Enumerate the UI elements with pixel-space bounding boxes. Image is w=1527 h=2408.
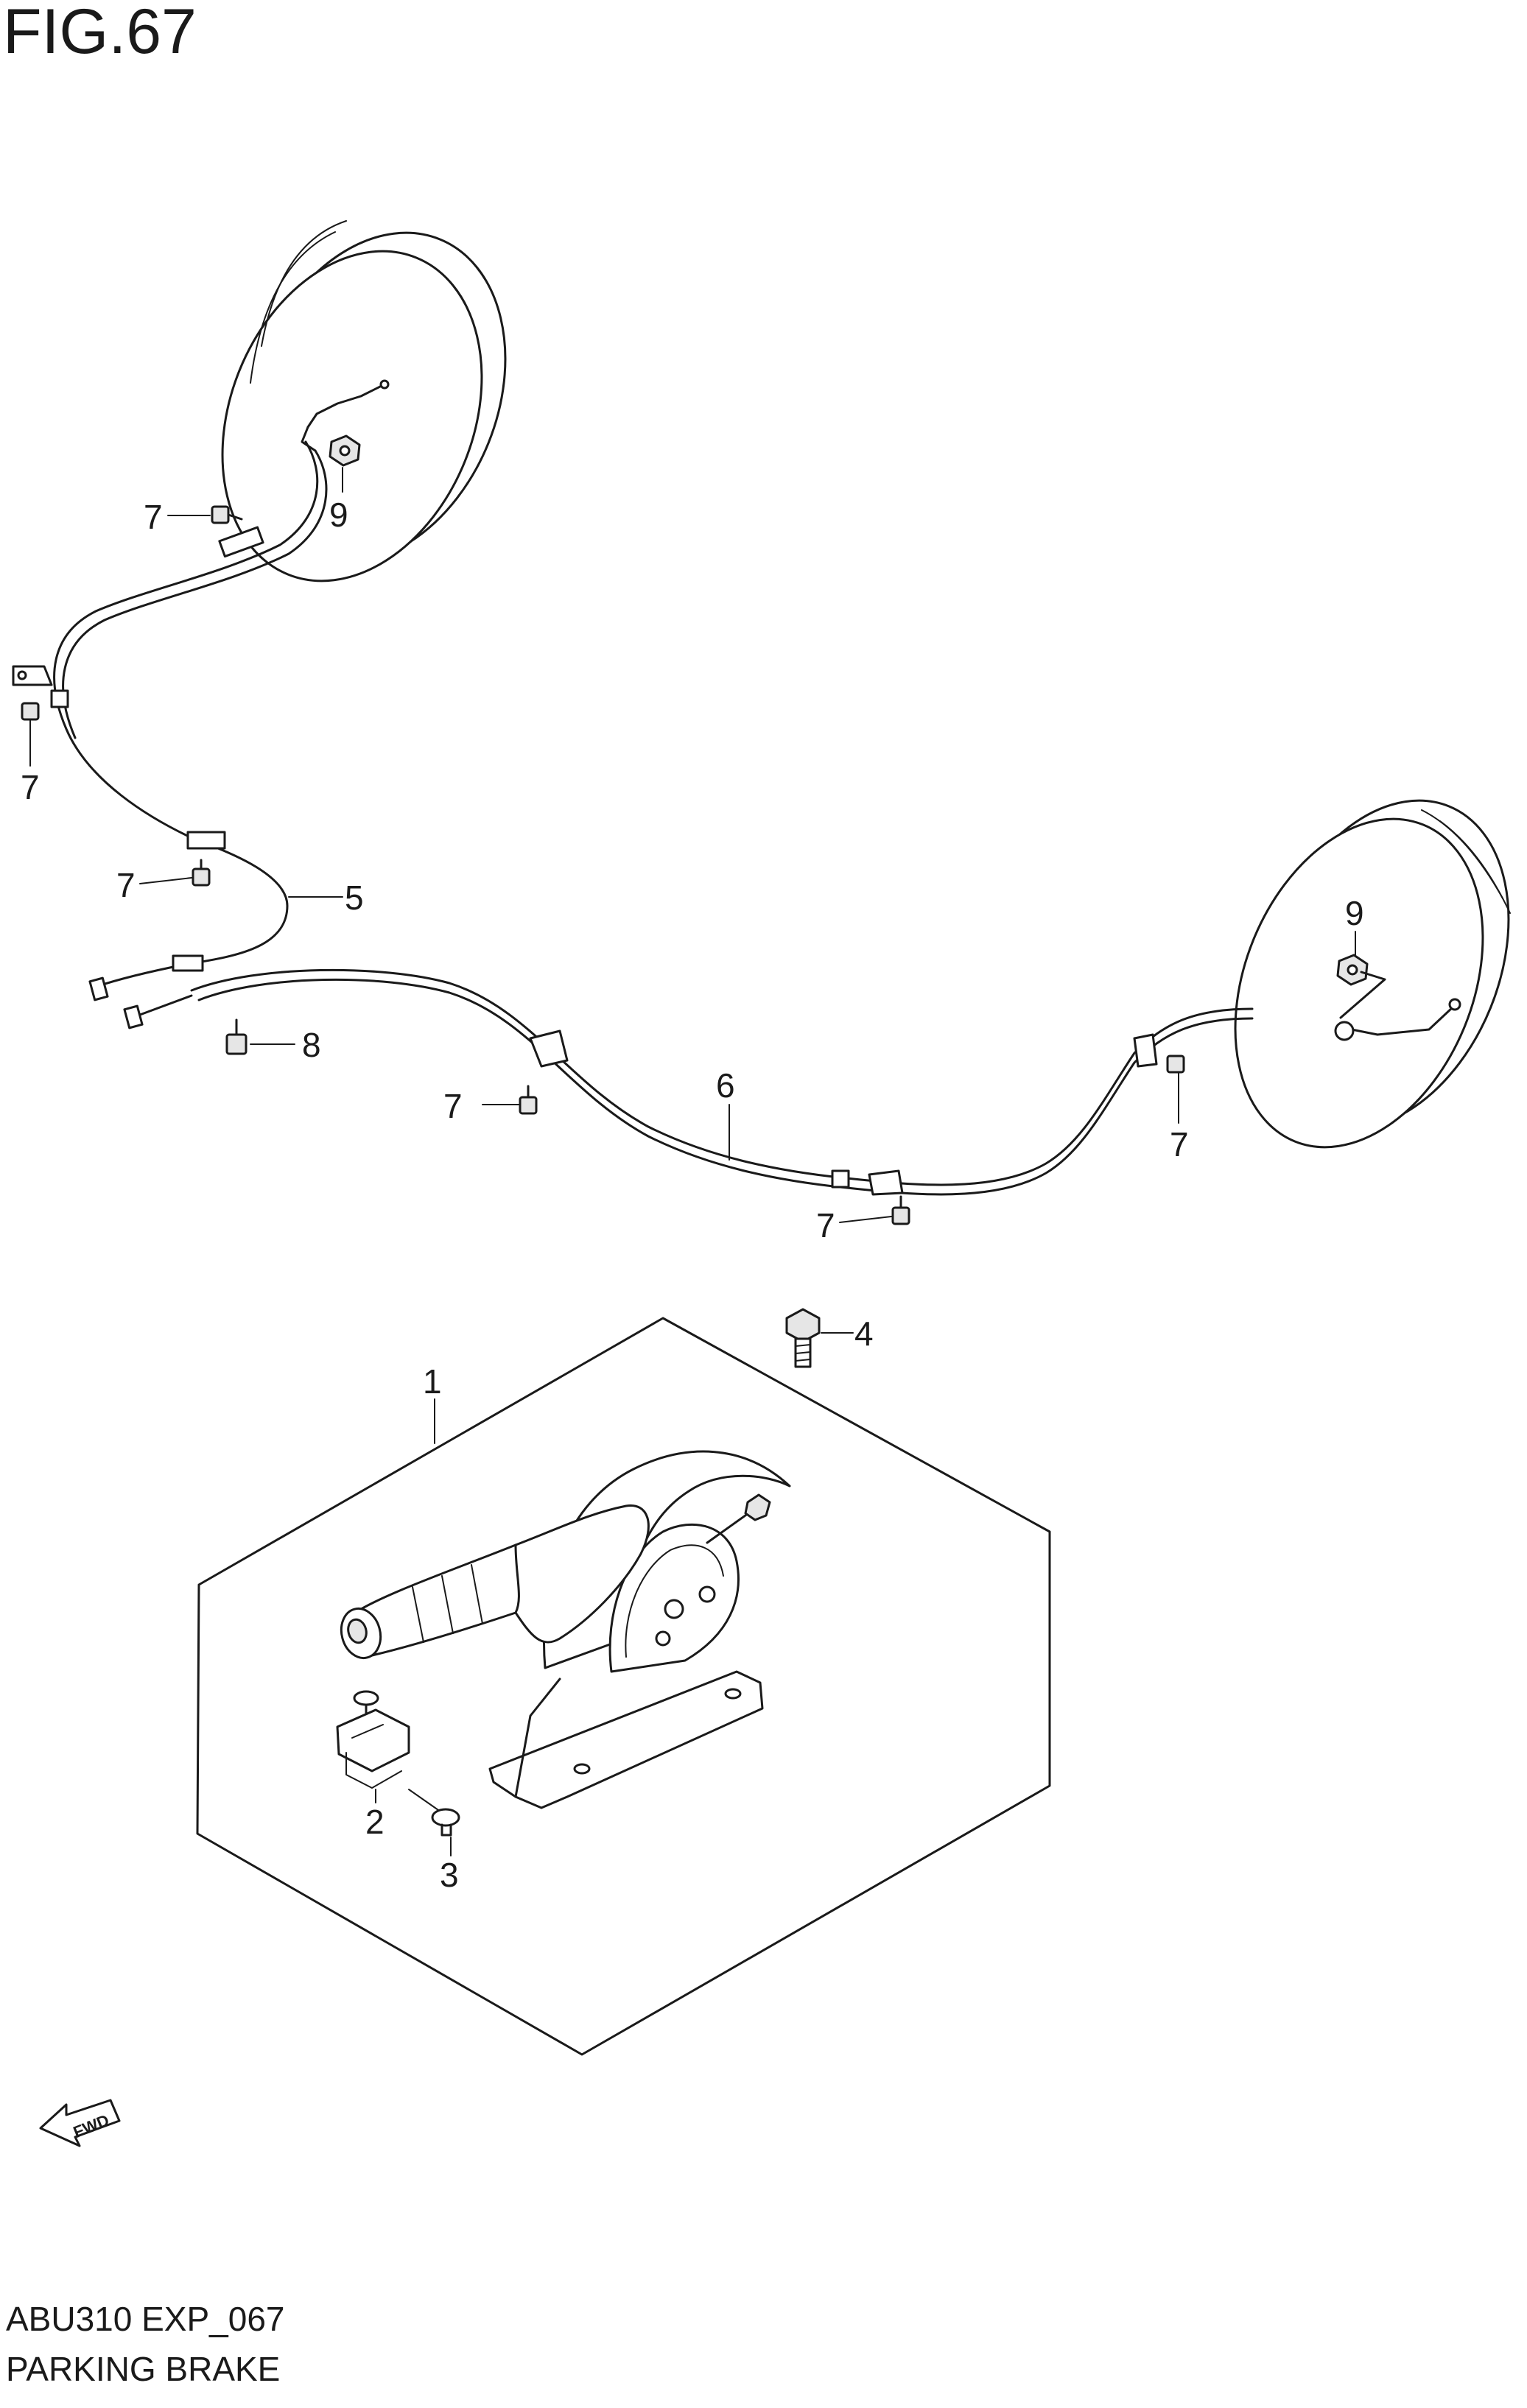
bolt-8 bbox=[225, 1018, 248, 1055]
callout-7: 7 bbox=[443, 1087, 463, 1125]
parking-brake-switch bbox=[336, 1690, 410, 1789]
callout-3: 3 bbox=[440, 1856, 459, 1894]
switch-screw bbox=[431, 1808, 460, 1837]
callout-8: 8 bbox=[302, 1026, 321, 1064]
brake-cable-6 bbox=[123, 968, 1254, 1196]
right-brake-drum bbox=[1234, 799, 1511, 1149]
figure-name: PARKING BRAKE bbox=[6, 2350, 281, 2388]
figure-code: ABU310 EXP_067 bbox=[6, 2300, 285, 2338]
callout-6: 6 bbox=[716, 1066, 735, 1105]
bolt-7-a bbox=[211, 505, 243, 524]
bolt-7-d bbox=[519, 1085, 538, 1115]
callout-7: 7 bbox=[816, 1206, 835, 1245]
lever-kit-boundary bbox=[196, 1317, 1051, 2056]
callout-labels: 7 9 7 7 5 8 7 6 7 7 9 4 1 2 3 bbox=[21, 496, 1364, 1894]
bolt-7-b bbox=[21, 702, 40, 721]
bolt-7-e bbox=[891, 1195, 910, 1225]
bolt-7-c bbox=[192, 859, 211, 887]
brake-cable-5 bbox=[12, 440, 328, 1001]
parking-brake-lever-assembly bbox=[340, 1450, 791, 1809]
callout-2: 2 bbox=[365, 1803, 385, 1841]
callout-5: 5 bbox=[345, 879, 364, 917]
leader-lines bbox=[29, 467, 1356, 1856]
figure-title: FIG.67 bbox=[3, 0, 197, 67]
nut-9-left bbox=[329, 434, 361, 467]
callout-9: 9 bbox=[329, 496, 348, 534]
nut-9-right bbox=[1336, 954, 1386, 1019]
left-brake-drum bbox=[221, 220, 507, 582]
callout-7: 7 bbox=[21, 768, 40, 806]
bolt-4 bbox=[785, 1308, 821, 1368]
forward-arrow: FWD bbox=[39, 2099, 121, 2147]
callout-7: 7 bbox=[116, 866, 136, 904]
callout-7: 7 bbox=[144, 498, 163, 536]
callout-9: 9 bbox=[1345, 894, 1364, 932]
callout-1: 1 bbox=[423, 1362, 442, 1401]
callout-4: 4 bbox=[854, 1314, 874, 1353]
bolt-7-f bbox=[1166, 1055, 1185, 1074]
callout-7: 7 bbox=[1170, 1125, 1189, 1163]
